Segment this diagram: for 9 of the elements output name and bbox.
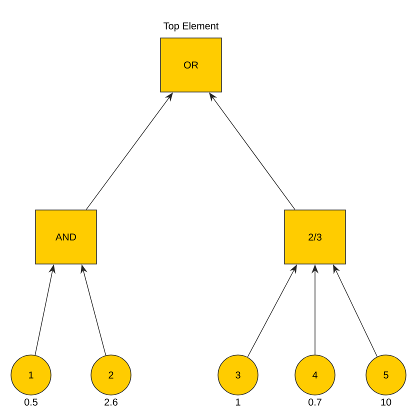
- gate-box: OR: [160, 38, 222, 92]
- value-label: 0.7: [308, 398, 322, 406]
- node-label: Top Element: [164, 22, 219, 32]
- value-label: 0.5: [24, 398, 38, 406]
- gate-box: AND: [35, 210, 97, 264]
- value-label: 2.6: [104, 398, 118, 406]
- value-label: 10: [381, 398, 392, 406]
- gate-box: 2/3: [284, 210, 346, 264]
- value-label: 1: [236, 398, 240, 406]
